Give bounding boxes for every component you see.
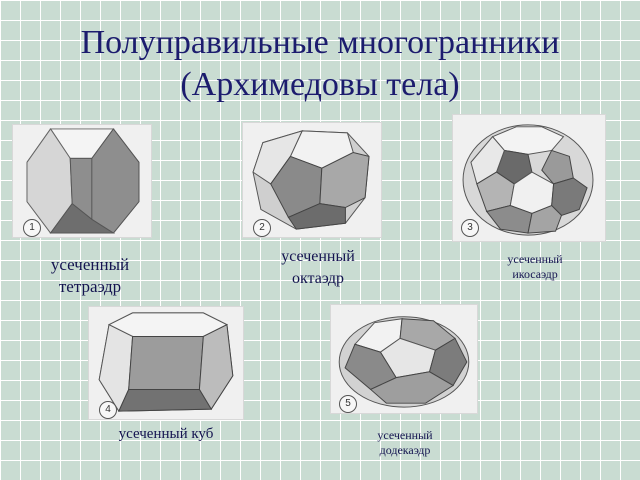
truncated-octahedron-icon xyxy=(252,130,370,230)
title-line-1: Полуправильные многогранники xyxy=(80,24,560,61)
figure-number-3: 3 xyxy=(461,219,479,237)
label-truncated-icosahedron: усеченный икосаэдр xyxy=(480,252,590,282)
label-line-1: усеченный куб xyxy=(118,426,214,442)
title-line-2: (Архимедовы тела) xyxy=(180,66,460,103)
label-line-2: тетраэдр xyxy=(58,277,122,296)
label-line-2: октаэдр xyxy=(291,270,345,287)
figure-truncated-octahedron: 2 xyxy=(242,122,382,238)
figure-number-5: 5 xyxy=(339,395,357,413)
label-truncated-dodecahedron: усеченный додекаэдр xyxy=(350,428,460,458)
figure-truncated-tetrahedron: 1 xyxy=(12,124,152,238)
truncated-dodecahedron-icon xyxy=(338,316,470,408)
truncated-cube-icon xyxy=(98,312,234,413)
truncated-icosahedron-icon xyxy=(462,124,594,236)
label-line-1: усеченный xyxy=(281,248,355,265)
figure-truncated-dodecahedron: 5 xyxy=(330,304,478,414)
page-title: Полуправильные многогранники (Архимедовы… xyxy=(0,22,640,106)
figure-number-2: 2 xyxy=(253,219,271,237)
truncated-tetrahedron-icon xyxy=(26,128,140,234)
label-truncated-octahedron: усеченный октаэдр xyxy=(258,246,378,290)
label-line-1: усеченный xyxy=(50,255,130,274)
figure-number-1: 1 xyxy=(23,219,41,237)
label-line-2: икосаэдр xyxy=(512,267,558,281)
figure-number-4: 4 xyxy=(99,401,117,419)
figure-truncated-icosahedron: 3 xyxy=(452,114,606,242)
label-line-2: додекаэдр xyxy=(379,443,431,457)
label-line-1: усеченный xyxy=(507,252,563,266)
label-truncated-cube: усеченный куб xyxy=(96,424,236,444)
label-line-1: усеченный xyxy=(377,428,433,442)
label-truncated-tetrahedron: усеченный тетраэдр xyxy=(30,254,150,298)
figure-truncated-cube: 4 xyxy=(88,306,244,420)
